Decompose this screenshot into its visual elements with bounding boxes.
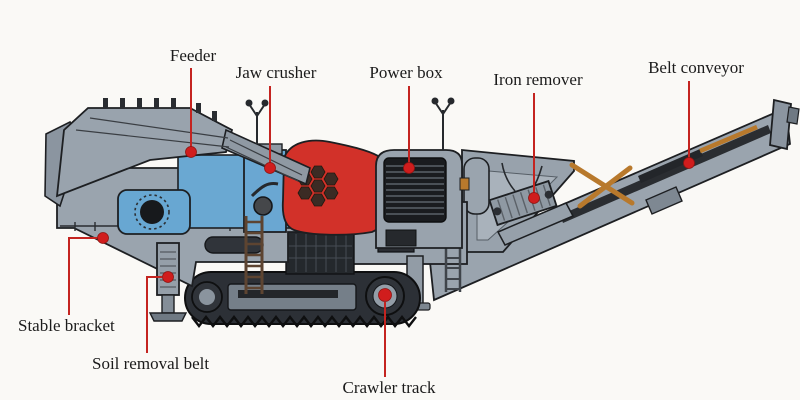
label-feeder: Feeder <box>169 46 217 65</box>
dot-jaw-crusher <box>264 162 276 174</box>
soil-removal-belt-part <box>285 231 355 275</box>
center-ladder <box>244 216 264 294</box>
label-crawler-track: Crawler track <box>342 378 436 397</box>
hopper-bolts <box>103 98 217 121</box>
leader-dots <box>97 146 695 302</box>
orange-strut <box>577 165 633 209</box>
light-pole <box>245 97 455 150</box>
orange-strut <box>569 162 635 206</box>
dot-soil-removal-belt <box>162 271 174 283</box>
label-power-box: Power box <box>369 63 443 82</box>
soil-belt-leg <box>148 242 188 322</box>
label-stable-bracket: Stable bracket <box>18 316 115 335</box>
porthole-panel <box>117 189 191 235</box>
crusher-mesh <box>297 165 339 207</box>
leader-stable-bracket <box>68 237 97 315</box>
label-iron-remover: Iron remover <box>493 70 583 89</box>
label-soil-removal-belt: Soil removal belt <box>92 354 210 373</box>
crawler-track-part <box>184 271 421 328</box>
label-jaw-crusher: Jaw crusher <box>235 63 317 82</box>
dot-crawler-track <box>378 288 392 302</box>
crusher-housing <box>281 139 392 236</box>
dot-stable-bracket <box>97 232 109 244</box>
leader-lines <box>68 68 690 377</box>
conveyor-under-bracket <box>645 186 683 215</box>
dot-feeder <box>185 146 197 158</box>
dot-iron-remover <box>528 192 540 204</box>
dot-belt-conveyor <box>683 157 695 169</box>
iron-remover-part <box>461 149 635 253</box>
feeder-part <box>44 98 311 208</box>
label-belt-conveyor: Belt conveyor <box>648 58 744 77</box>
leader-soil-removal-belt <box>146 276 162 353</box>
belt-conveyor-part <box>429 98 800 302</box>
power-box-part <box>375 149 470 249</box>
track-treads <box>191 315 417 328</box>
dot-power-box <box>403 162 415 174</box>
